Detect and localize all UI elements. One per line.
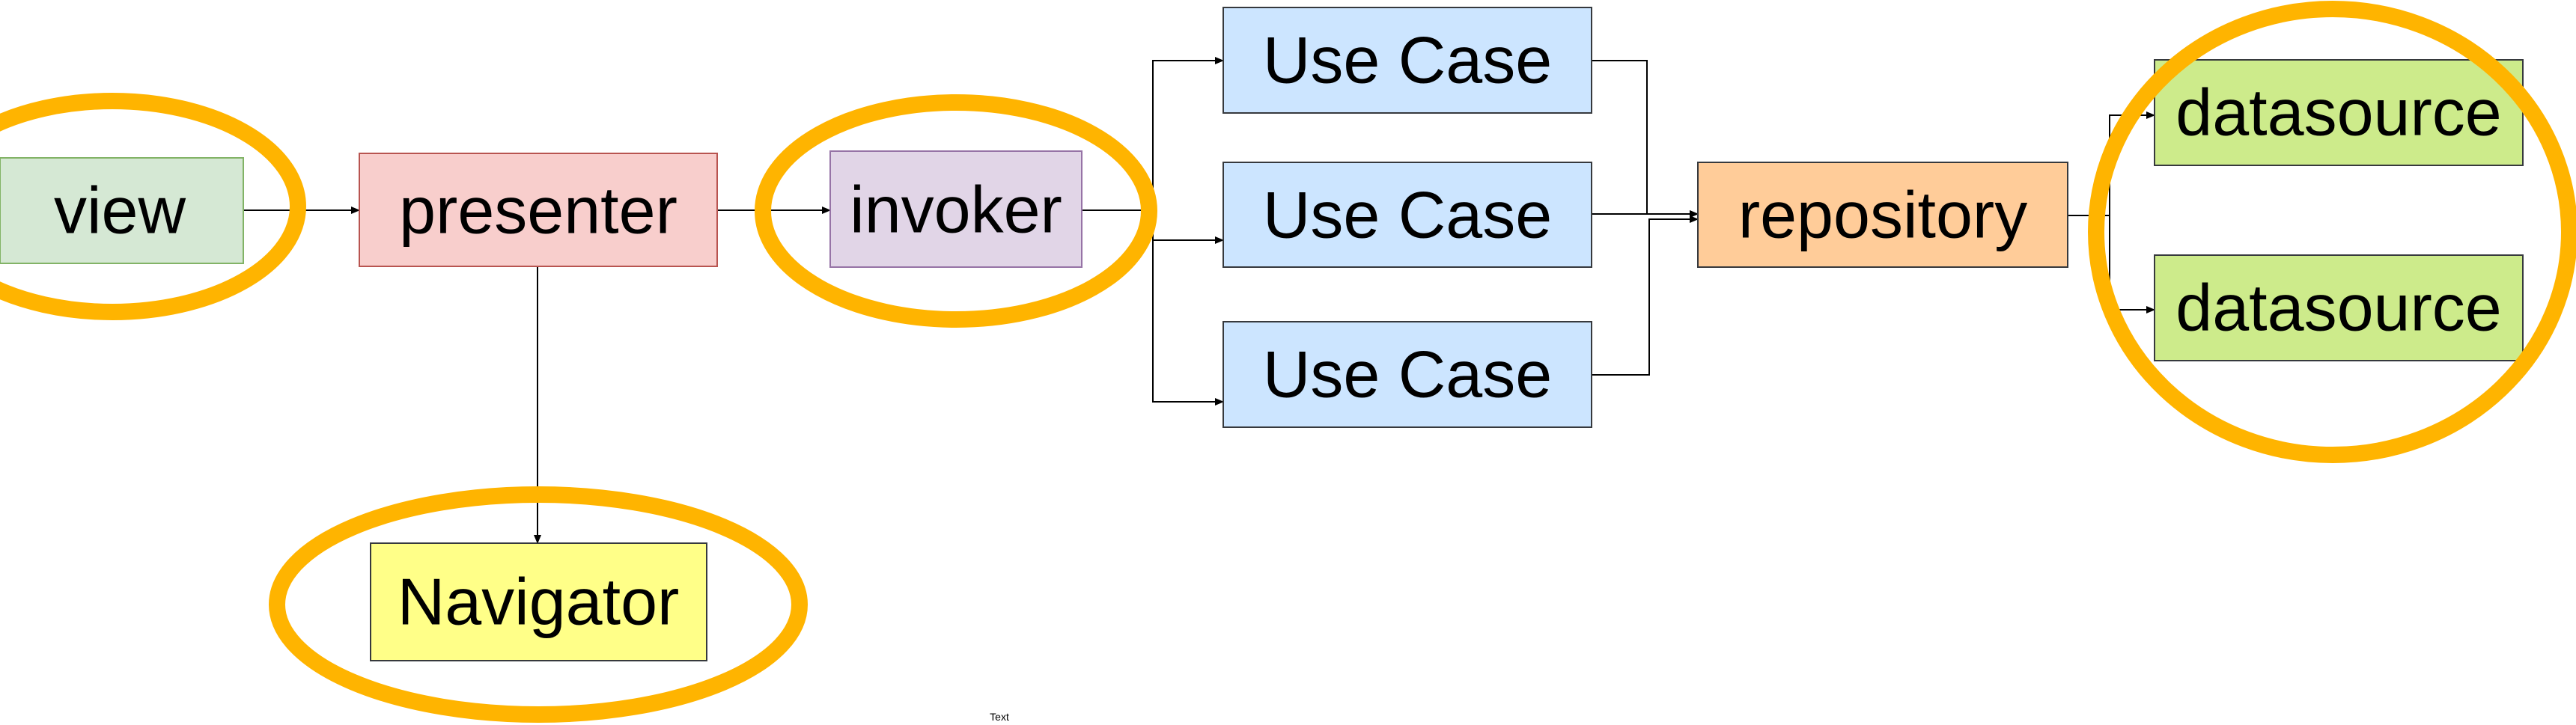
node-repository: repository (1697, 162, 2068, 268)
node-use-case-2: Use Case (1222, 162, 1592, 268)
node-datasource-2-label: datasource (2175, 271, 2501, 345)
node-invoker: invoker (829, 150, 1083, 268)
node-use-case-1: Use Case (1222, 7, 1592, 114)
node-navigator: Navigator (370, 542, 707, 661)
node-view: view (0, 157, 244, 264)
edges-layer (243, 57, 2155, 544)
node-use-case-1-label: Use Case (1263, 23, 1552, 97)
edge-repository-to-datasource-2 (2109, 215, 2155, 313)
highlight-ellipse-invoker (755, 94, 1157, 328)
node-presenter-label: presenter (399, 174, 678, 248)
edge-invoker-to-use-case-1 (1082, 57, 1224, 211)
highlight-ellipse-view (0, 93, 306, 320)
node-use-case-3-label: Use Case (1263, 337, 1552, 412)
node-presenter: presenter (359, 153, 718, 267)
node-datasource-1: datasource (2154, 59, 2524, 166)
misc-text-label: Text (990, 711, 1009, 723)
edge-use-case-1-to-repository (1592, 60, 1699, 218)
node-invoker-label: invoker (850, 173, 1062, 247)
edge-invoker-to-use-case-2 (1152, 210, 1224, 244)
edge-invoker-to-use-case-3 (1152, 210, 1224, 406)
edge-use-case-3-to-repository (1592, 215, 1699, 376)
node-repository-label: repository (1738, 178, 2027, 252)
node-datasource-1-label: datasource (2175, 76, 2501, 150)
node-view-label: view (54, 174, 186, 248)
nodes-layer: view presenter invoker Use Case Use Case… (0, 7, 2524, 661)
node-datasource-2: datasource (2154, 254, 2524, 361)
highlight-ellipse-navigator (269, 486, 808, 723)
node-use-case-3: Use Case (1222, 321, 1592, 428)
node-navigator-label: Navigator (398, 565, 680, 639)
highlight-ellipse-datasources (2088, 1, 2576, 463)
node-use-case-2-label: Use Case (1263, 178, 1552, 252)
